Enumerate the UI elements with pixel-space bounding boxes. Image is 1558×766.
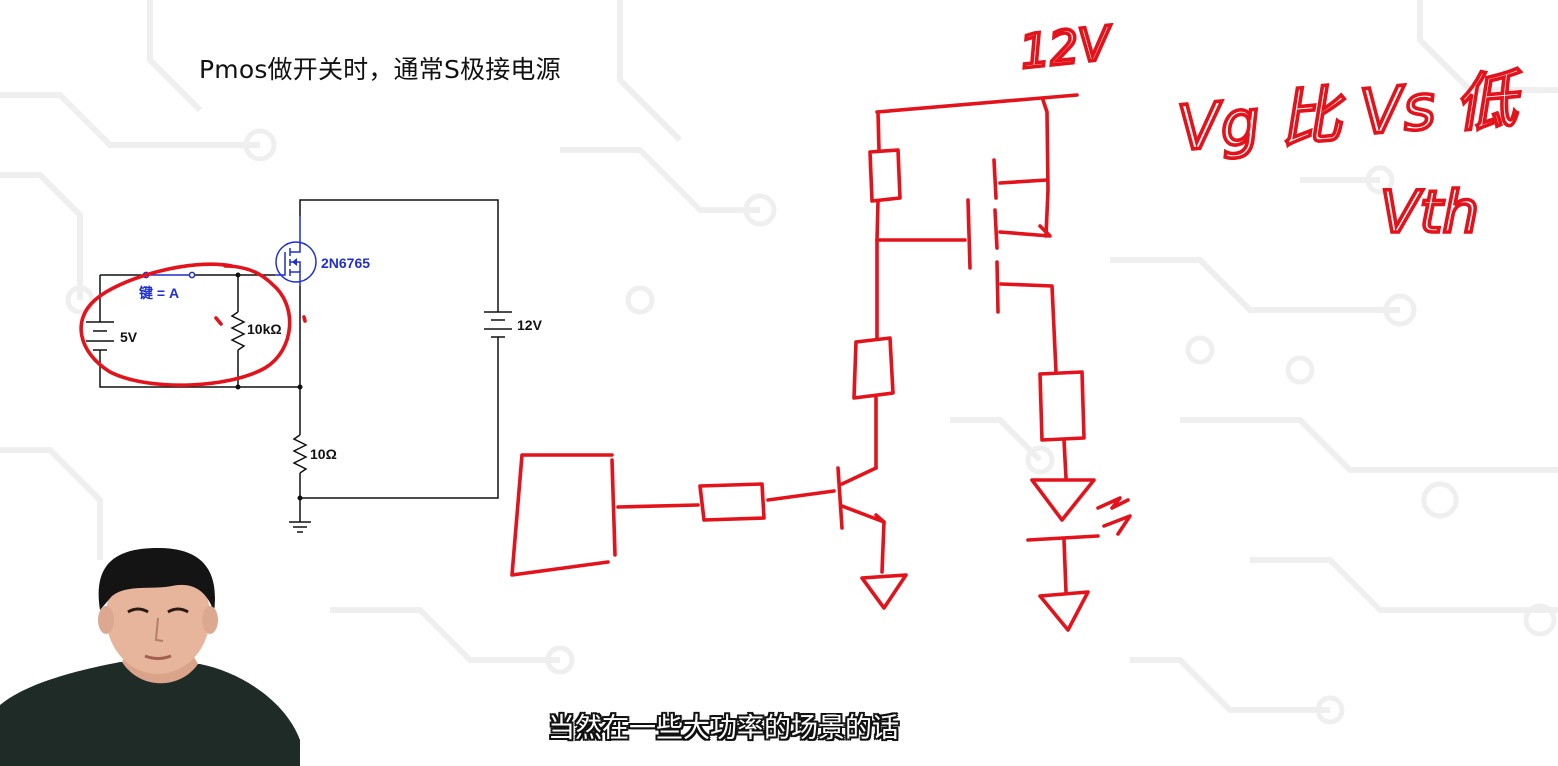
resistor-load-label: 10Ω (310, 446, 337, 462)
battery-right-label: 12V (517, 317, 543, 333)
circuit-schematic: 2N6765 键 = A 5V 10kΩ 10Ω 12V (86, 199, 543, 533)
handwritten-supply: 12V (1018, 15, 1117, 78)
handwritten-note-line2: Vth (1380, 178, 1479, 246)
battery-12v (484, 311, 512, 338)
mosfet-label: 2N6765 (321, 255, 370, 271)
ground-symbol (289, 521, 311, 533)
page-heading: Pmos做开关时，通常S极接电源 (199, 55, 561, 84)
resistor-10k (230, 311, 246, 351)
battery-5v (86, 321, 114, 351)
handdrawn-circuit (510, 93, 1132, 632)
key-label: 键 = A (138, 285, 179, 301)
video-subtitle: 当然在一些大功率的场景的话 (548, 713, 899, 744)
presenter-webcam (0, 548, 300, 766)
resistor-gate-label: 10kΩ (247, 321, 282, 337)
pmos-transistor (275, 216, 317, 286)
handwritten-note-line1: Vg 比 Vs 低 (1175, 62, 1527, 165)
annotation-ellipse (79, 262, 307, 387)
resistor-10 (292, 434, 308, 474)
battery-left-label: 5V (120, 329, 138, 345)
